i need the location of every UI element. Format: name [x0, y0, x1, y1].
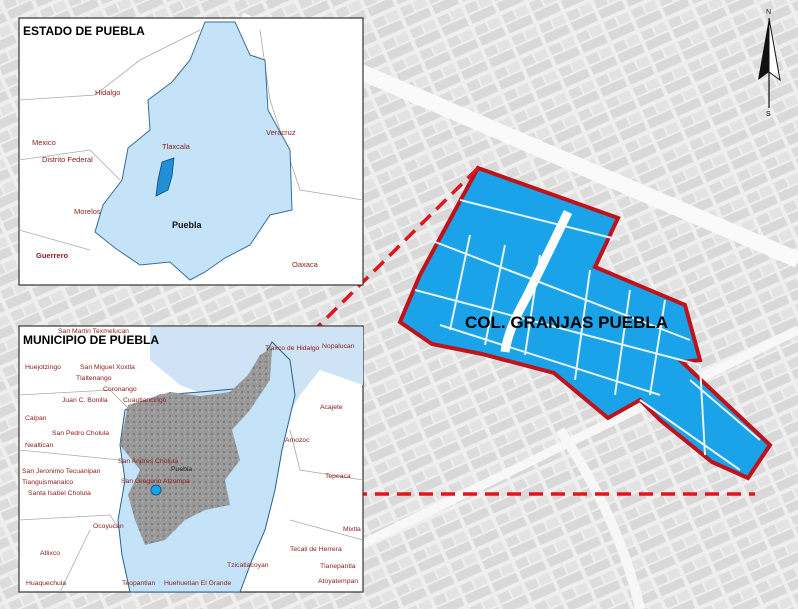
place-label: San Jeronimo Tecuanipan: [22, 468, 101, 475]
urban-area: [120, 348, 272, 545]
inset-municipio-title: MUNICIPIO DE PUEBLA: [23, 333, 159, 347]
colonia-marker: [150, 484, 162, 496]
place-label: Veracruz: [266, 128, 296, 137]
municipio-highlight: [155, 157, 175, 197]
place-label: Calpan: [25, 415, 47, 422]
place-label: Hidalgo: [95, 88, 120, 97]
place-label: Distrito Federal: [42, 155, 93, 164]
place-label: Huehuetlan El Grande: [164, 580, 231, 587]
place-label: Amozoc: [285, 437, 310, 444]
place-label: Tianguismanalco: [22, 479, 73, 486]
place-label: Huejotzingo: [25, 364, 61, 371]
place-label: San Martin Texmelucan: [58, 328, 129, 335]
place-label: Ocoyucan: [93, 523, 124, 530]
place-label: Mexico: [32, 138, 56, 147]
place-label: Tecali de Herrera: [290, 546, 342, 553]
river: [500, 210, 573, 353]
north-arrow-icon: [758, 18, 769, 80]
place-label: Oaxaca: [292, 260, 319, 269]
colonia-label: COL. GRANJAS PUEBLA: [465, 313, 668, 332]
place-label: Teopantlan: [122, 580, 155, 587]
place-label: Puebla: [172, 220, 203, 230]
place-label: Atoyatempan: [318, 578, 358, 585]
north-label: N: [766, 9, 771, 16]
puebla-state-shape: [94, 21, 293, 281]
place-label: Juan C. Bonilla: [62, 397, 108, 404]
south-label: S: [766, 111, 771, 118]
ravine: [555, 427, 645, 609]
place-label: Nopalucan: [322, 343, 355, 350]
place-label: Atlixco: [40, 550, 60, 557]
place-label: Huaquechula: [26, 580, 66, 587]
place-label: Tlaxcala: [162, 142, 191, 151]
inset-estado: ESTADO DE PUEBLA HidalgoVeracruzMexicoDi…: [18, 17, 364, 286]
place-label: Puebla: [171, 466, 192, 473]
place-label: San Andres Cholula: [118, 458, 178, 465]
place-label: Tlaltenango: [76, 375, 112, 382]
place-label: Mixtla: [343, 526, 361, 533]
place-label: Santa Isabel Cholula: [28, 490, 91, 497]
place-label: Morelos: [74, 207, 101, 216]
place-label: San Pedro Cholula: [52, 430, 109, 437]
place-label: Tlaxco de Hidalgo: [265, 345, 320, 352]
place-label: Coronango: [103, 386, 137, 393]
place-label: Tlanepantla: [320, 563, 356, 570]
inset-estado-title: ESTADO DE PUEBLA: [23, 24, 145, 38]
place-label: Guerrero: [36, 251, 69, 260]
colonia-polygon: [397, 165, 773, 481]
north-arrow: N S: [758, 9, 781, 118]
place-label: Nealtican: [25, 442, 54, 449]
place-label: San Gregorio Atzompa: [121, 478, 190, 485]
place-label: Cuautlancingo: [123, 397, 167, 404]
colonia-streets: [414, 199, 761, 471]
place-label: Tzicatlacoyan: [227, 562, 269, 569]
north-arrow-icon-half: [768, 17, 781, 82]
colonia-area: COL. GRANJAS PUEBLA: [397, 165, 773, 481]
place-label: San Miguel Xoxtla: [80, 364, 135, 371]
inset-municipio: MUNICIPIO DE PUEBLA San Martin Texmeluca…: [18, 325, 364, 593]
place-label: Tepeaca: [325, 473, 351, 480]
place-label: Acajete: [320, 404, 343, 411]
